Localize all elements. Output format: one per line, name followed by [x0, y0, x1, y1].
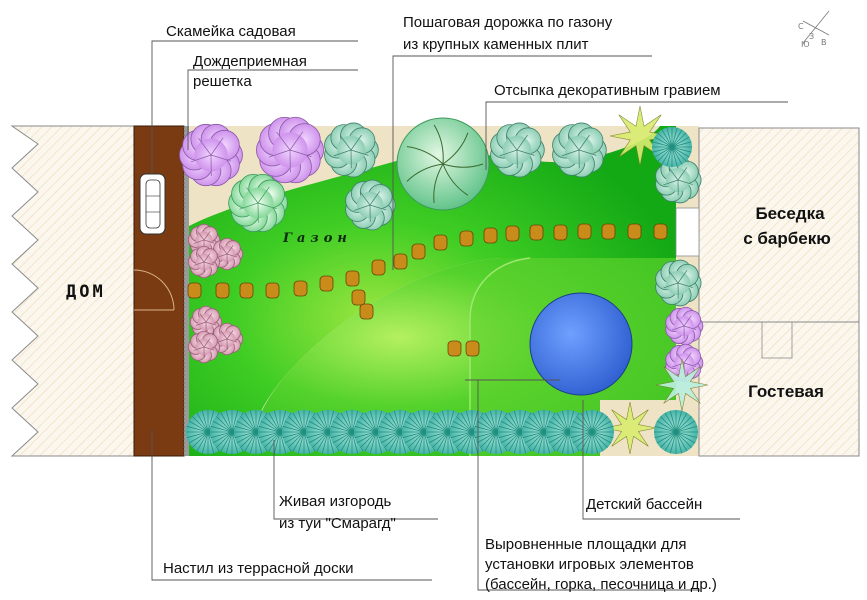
- ornamental-grass: [655, 358, 709, 412]
- path-label-2: из крупных каменных плит: [403, 36, 589, 53]
- play-label-1: Выровненные площадки для: [485, 536, 686, 553]
- compass-w: З: [809, 32, 814, 41]
- lilac-shrub: [255, 116, 325, 184]
- gravel-label: Отсыпка декоративным гравием: [494, 82, 721, 99]
- deciduous-tree: [396, 117, 490, 211]
- teal-shrub: [490, 122, 545, 178]
- lawn: [189, 126, 676, 456]
- stepping-stone: [653, 223, 668, 240]
- hedge-label-1: Живая изгородь: [279, 493, 392, 510]
- stepping-stones: [187, 223, 668, 357]
- stepping-stone: [293, 280, 308, 297]
- stepping-stone: [319, 275, 334, 292]
- kids-pool: [529, 292, 633, 396]
- green-shrub: [228, 173, 288, 233]
- house-area: ДОМ: [10, 125, 135, 457]
- teal-shrub: [345, 179, 396, 231]
- lilac-shrub: [179, 123, 243, 187]
- teal-shrub: [655, 259, 702, 307]
- stepping-stone: [187, 282, 202, 299]
- stepping-stone: [433, 234, 448, 251]
- lilac-shrub: [665, 306, 704, 346]
- pink-shrub: [189, 305, 223, 339]
- play-label-3: (бассейн, горка, песочница и др.): [485, 576, 717, 593]
- stepping-stone: [465, 340, 480, 357]
- stepping-stone: [627, 223, 642, 240]
- hedge-label-2: из туи "Смарагд": [279, 515, 396, 532]
- stepping-stone: [529, 224, 544, 241]
- play-label-2: установки игровых элементов: [485, 556, 694, 573]
- lawn-label: Газон: [282, 231, 352, 246]
- leader-lines: [151, 40, 788, 591]
- plants: [179, 105, 709, 455]
- stepping-stone: [215, 282, 230, 299]
- deck-label: Настил из террасной доски: [163, 560, 354, 577]
- gazebo-label-1: Беседка: [755, 204, 825, 223]
- drain-grate: [184, 126, 189, 456]
- pink-shrub: [187, 330, 221, 364]
- stepping-stone: [483, 227, 498, 244]
- teal-shrub: [655, 156, 702, 204]
- stepping-stone: [351, 289, 366, 306]
- garden-bench: [139, 173, 166, 235]
- stepping-stone: [505, 225, 520, 242]
- pink-shrub: [187, 245, 221, 279]
- outbuilding: Беседка с барбекю Гостевая: [675, 127, 860, 457]
- thuja-shrub: [652, 127, 692, 167]
- stepping-stone: [447, 340, 462, 357]
- pink-shrub: [187, 223, 221, 257]
- gazebo-label-2: с барбекю: [743, 229, 831, 248]
- drain-label-1: Дождеприемная: [193, 53, 307, 70]
- drain-label-2: решетка: [193, 73, 252, 90]
- thuja-hedge-shrub: [654, 410, 698, 454]
- stepping-stone: [345, 270, 360, 287]
- pool-label: Детский бассейн: [586, 496, 702, 513]
- stepping-stone: [411, 243, 426, 260]
- door-swing: [133, 269, 175, 311]
- stepping-stone: [459, 230, 474, 247]
- bench-label: Скамейка садовая: [166, 23, 296, 40]
- stepping-stone: [393, 253, 408, 270]
- stepping-stone: [239, 282, 254, 299]
- compass-e: В: [821, 38, 827, 47]
- stepping-stone: [601, 223, 616, 240]
- stepping-stone: [265, 282, 280, 299]
- guest-label: Гостевая: [748, 382, 824, 401]
- compass-s: Ю: [801, 40, 810, 49]
- stepping-stone: [553, 224, 568, 241]
- path-label-1: Пошаговая дорожка по газону: [403, 14, 613, 31]
- thuja-hedge-shrub: [570, 410, 614, 454]
- teal-shrub: [324, 122, 379, 178]
- stepping-stone: [371, 259, 386, 276]
- house-label: ДОМ: [66, 282, 106, 302]
- stepping-stone: [359, 303, 374, 320]
- compass-rose: С Ю В З: [798, 10, 830, 49]
- compass-n: С: [798, 22, 804, 31]
- teal-shrub: [552, 122, 607, 178]
- stepping-stone: [577, 223, 592, 240]
